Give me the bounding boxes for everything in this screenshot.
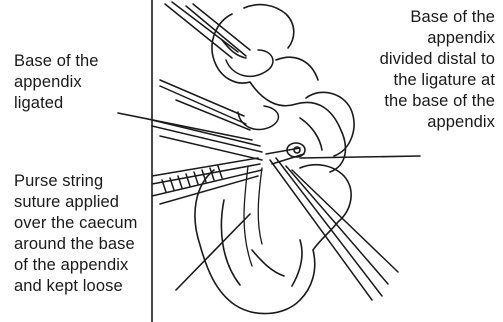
label-line: appendix: [380, 28, 495, 49]
label-line: the base of the: [380, 91, 495, 112]
caecum-fold: [252, 250, 284, 276]
label-line: over the caecum: [14, 213, 137, 234]
label-line: around the base: [14, 234, 137, 255]
bowel-loop-2: [276, 57, 318, 80]
label-base-divided: Base of the appendix divided distal to t…: [380, 7, 495, 133]
forceps-upper: [165, 2, 273, 76]
caecum-fold-2: [292, 240, 302, 286]
caecum-inner: [221, 200, 240, 285]
label-line: the ligature at: [380, 70, 495, 91]
forceps-middle: [160, 80, 278, 130]
bowel-loop-1: [244, 5, 294, 48]
label-line: and kept loose: [14, 276, 137, 297]
label-line: Base of the: [380, 7, 495, 28]
pointer-lines: [118, 113, 420, 290]
bowel-right: [306, 92, 354, 156]
label-line: appendix: [380, 112, 495, 133]
label-line: of the appendix: [14, 255, 137, 276]
pointer-divided: [300, 156, 420, 158]
label-line: ligated: [14, 93, 99, 114]
label-purse-string: Purse string suture applied over the cae…: [14, 171, 137, 297]
label-line: suture applied: [14, 192, 137, 213]
label-line: appendix: [14, 72, 99, 93]
label-base-ligated: Base of the appendix ligated: [14, 51, 99, 114]
label-line: Base of the: [14, 51, 99, 72]
label-line: Purse string: [14, 171, 137, 192]
label-line: divided distal to: [380, 49, 495, 70]
